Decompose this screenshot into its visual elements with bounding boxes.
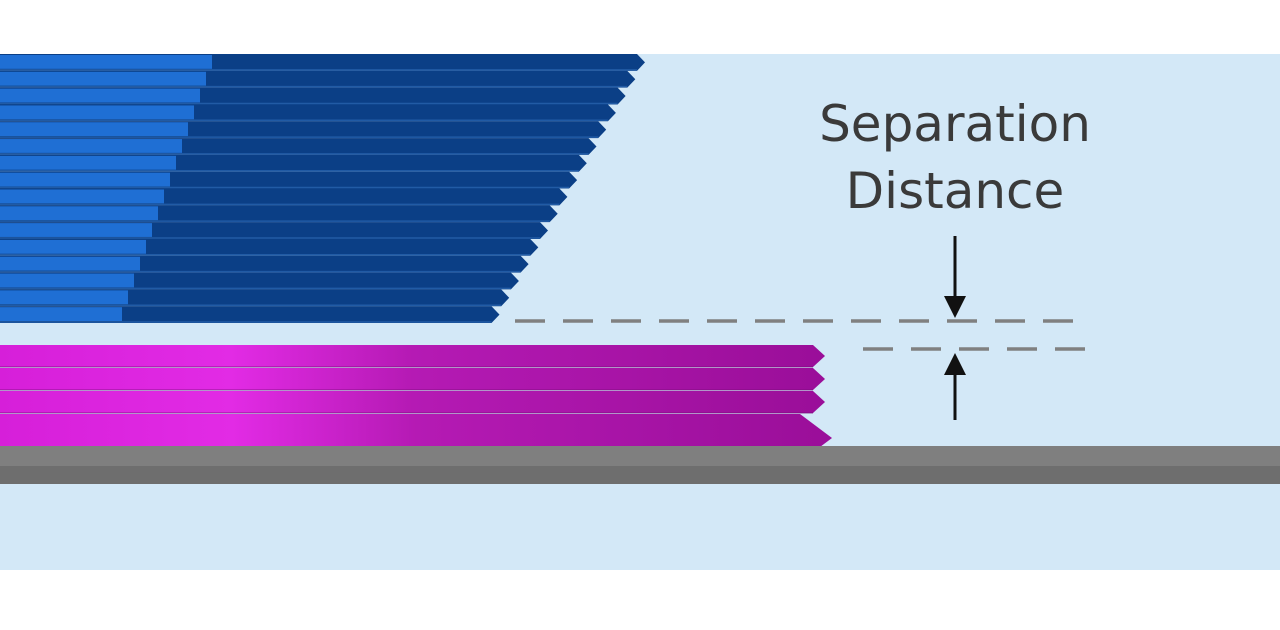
blue-layer-highlight bbox=[0, 189, 164, 204]
blue-layer-highlight bbox=[0, 290, 128, 305]
blue-layer-highlight bbox=[0, 172, 170, 187]
base-plate-shadow bbox=[0, 466, 1280, 484]
blue-layer-highlight bbox=[0, 71, 206, 86]
blue-layer-highlight bbox=[0, 55, 212, 69]
blue-layer-highlight bbox=[0, 273, 134, 288]
down-arrow-icon bbox=[944, 236, 966, 318]
blue-layer-highlight bbox=[0, 139, 182, 153]
blue-layer-highlight bbox=[0, 223, 152, 237]
blue-layer-highlight bbox=[0, 155, 176, 170]
up-arrow-icon bbox=[944, 353, 966, 420]
blue-layer-highlight bbox=[0, 307, 122, 321]
upper-blue-layer-stack bbox=[0, 54, 645, 323]
annotation-line-2: Distance bbox=[846, 162, 1065, 220]
blue-layer-highlight bbox=[0, 122, 188, 137]
lower-magenta-layer-stack bbox=[0, 345, 832, 462]
annotation-line-1: Separation bbox=[819, 95, 1091, 153]
blue-layer bbox=[0, 306, 500, 323]
magenta-thin-layer bbox=[0, 345, 825, 367]
blue-layer-highlight bbox=[0, 88, 200, 103]
blue-layer-highlight bbox=[0, 105, 194, 120]
blue-layer-highlight bbox=[0, 239, 146, 254]
magenta-thin-layer bbox=[0, 368, 825, 390]
blue-layer-highlight bbox=[0, 256, 140, 271]
magenta-thin-layer bbox=[0, 391, 825, 413]
blue-layer-highlight bbox=[0, 206, 158, 221]
